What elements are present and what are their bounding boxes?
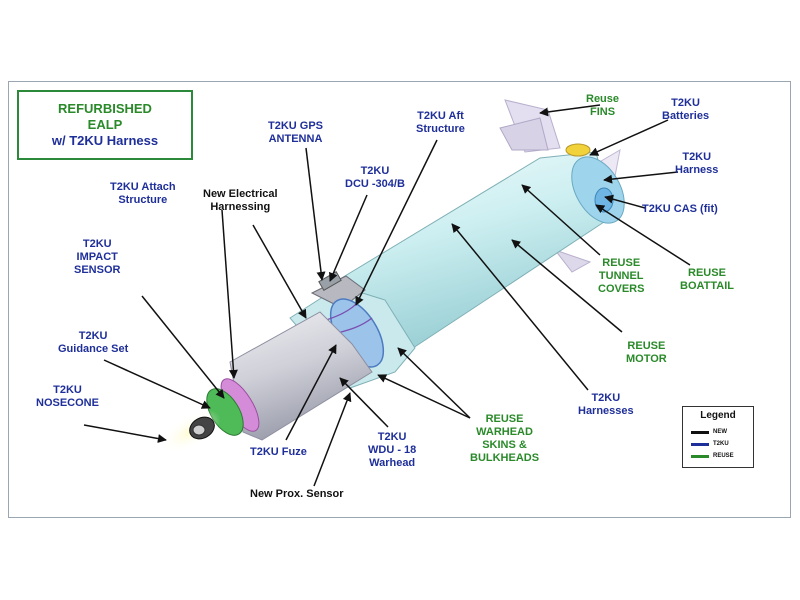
legend-swatch-reuse — [691, 454, 709, 458]
leader-motor — [511, 239, 623, 333]
legend-item-new: NEW — [691, 427, 727, 437]
legend-text-new: NEW — [713, 429, 727, 435]
legend: Legend NEW T2KU REUSE — [682, 406, 754, 468]
leader-skins-2 — [377, 374, 471, 419]
label-t2ku-fuze: T2KU Fuze — [250, 446, 307, 458]
legend-swatch-new — [691, 430, 709, 434]
side-fin — [499, 117, 549, 151]
leader-boattail — [595, 204, 691, 266]
title-box: REFURBISHED EALP w/ T2KU Harness — [17, 90, 193, 160]
leader-dcu — [329, 194, 368, 282]
legend-item-t2ku: T2KU — [691, 439, 729, 449]
leader-wdu — [339, 377, 389, 428]
title-line-2: EALP — [87, 117, 123, 132]
label-new-prox-sensor: New Prox. Sensor — [250, 488, 344, 500]
leader-gps — [305, 147, 326, 281]
leader-nosecone — [83, 424, 167, 443]
leader-tunnel — [521, 184, 601, 256]
title-line-3: w/ T2KU Harness — [51, 133, 159, 148]
leader-skins-1 — [397, 347, 471, 419]
label-t2ku-cas: T2KU CAS (fit) — [642, 203, 718, 215]
nosecone-lens — [192, 424, 206, 436]
leader-guidance — [103, 359, 211, 409]
leader-harness — [603, 171, 679, 184]
leader-electrical — [252, 224, 307, 319]
cas-housing — [594, 187, 614, 213]
battery-pack — [565, 143, 591, 157]
legend-text-reuse: REUSE — [713, 453, 734, 459]
leader-harnesses — [451, 223, 589, 391]
leader-aft — [355, 139, 438, 306]
leader-cas — [604, 194, 646, 209]
legend-text-t2ku: T2KU — [713, 441, 729, 447]
title-line-1: REFURBISHED — [58, 101, 152, 116]
legend-swatch-t2ku — [691, 442, 709, 446]
leader-attach — [221, 209, 238, 379]
leader-fins — [539, 104, 601, 117]
legend-title: Legend — [700, 410, 736, 421]
leader-fuze — [285, 344, 337, 441]
legend-item-reuse: REUSE — [691, 451, 734, 461]
lower-fin — [553, 248, 592, 273]
leader-impact — [141, 295, 225, 399]
forward-body — [229, 311, 373, 441]
leader-prox — [313, 392, 352, 487]
leader-batteries — [589, 119, 669, 156]
